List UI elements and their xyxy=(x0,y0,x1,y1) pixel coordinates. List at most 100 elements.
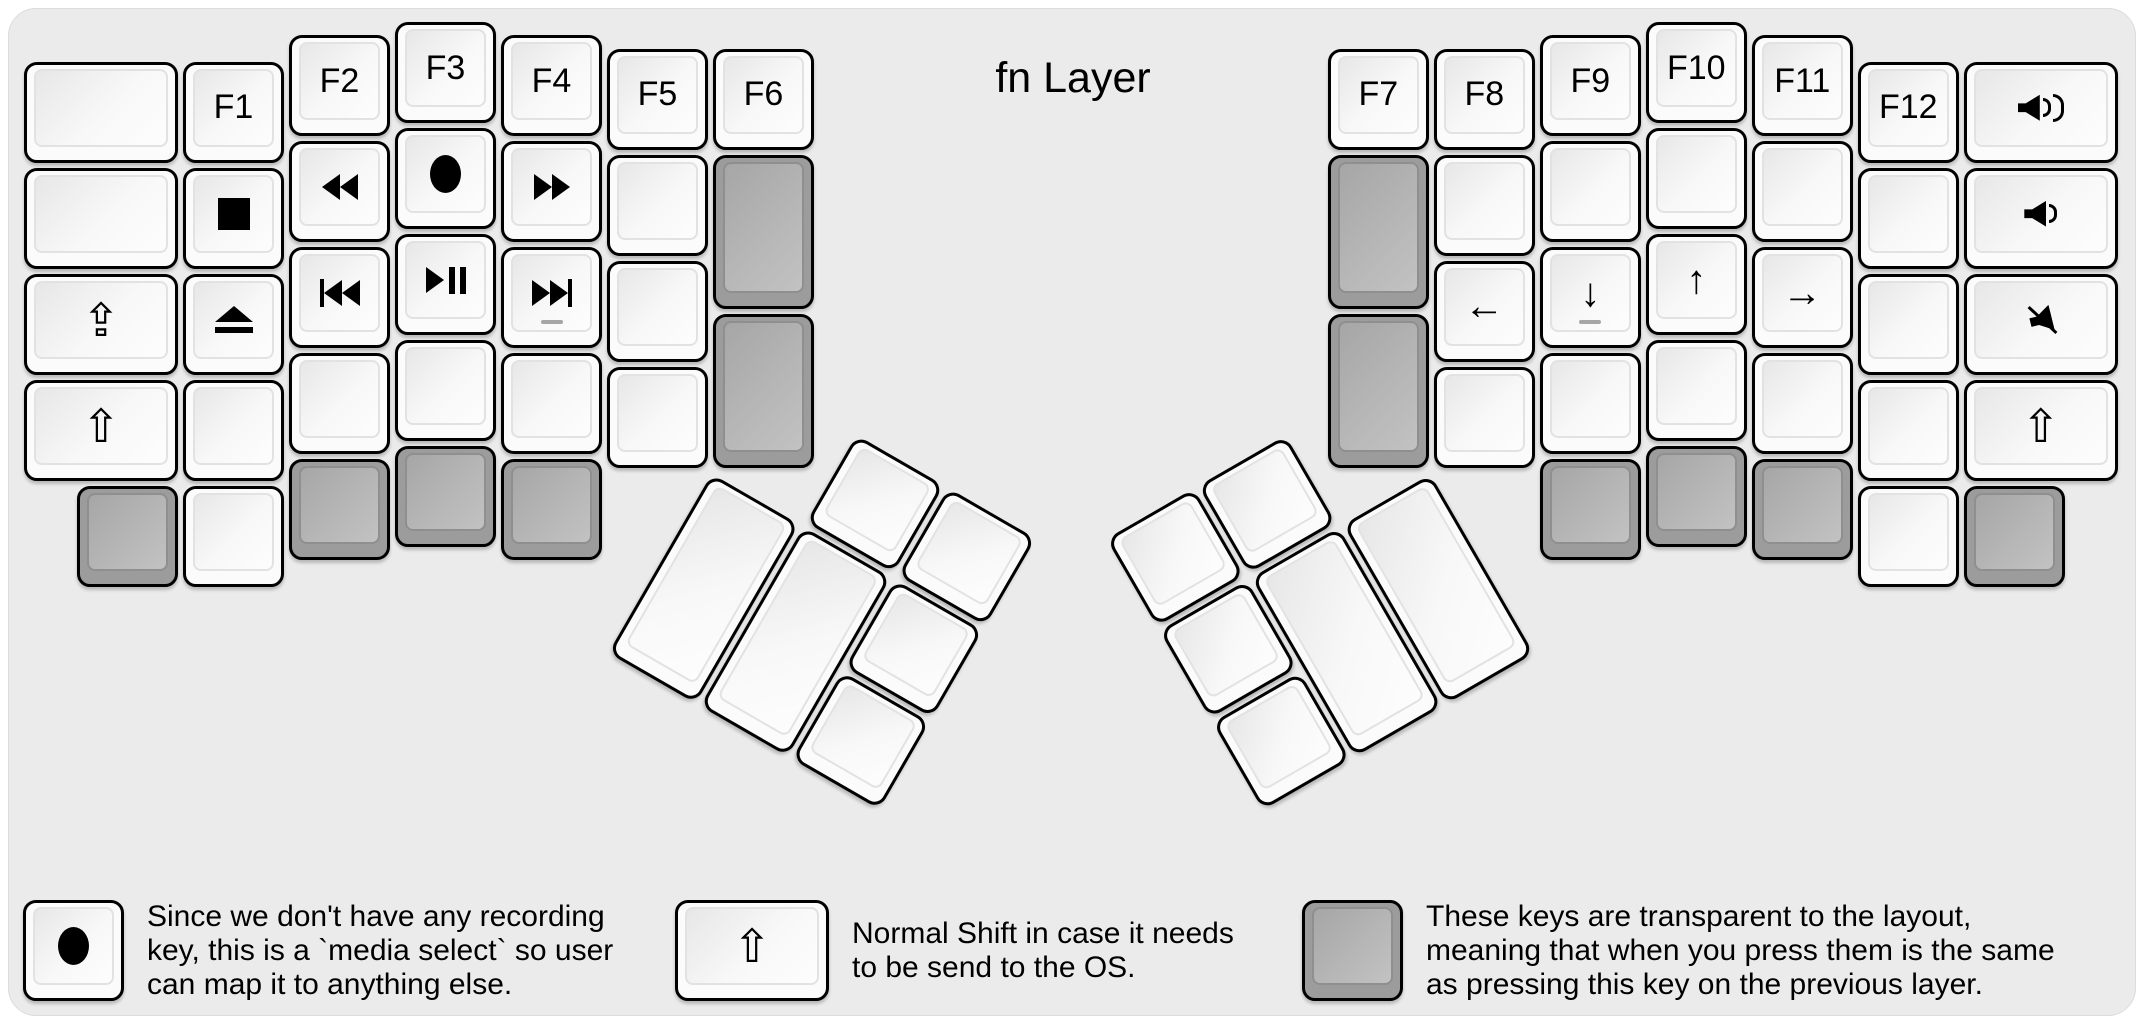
key-label: F12 xyxy=(1879,88,1938,127)
record xyxy=(395,128,496,229)
f10: F10 xyxy=(1645,22,1747,123)
key-label: F7 xyxy=(1358,75,1399,113)
f7-top: F7 xyxy=(1337,55,1419,134)
key-label: F10 xyxy=(1667,48,1726,87)
transparent-r-inner-bottom xyxy=(1327,313,1429,468)
rewind-top xyxy=(299,148,380,227)
volume-up-top xyxy=(1973,68,2108,147)
shift-lock-left-top: ⇪ xyxy=(34,280,168,359)
blank-r-b4-top xyxy=(1867,492,1949,571)
blank-r-r4c3-top xyxy=(1549,360,1631,439)
blank-l-r4c3 xyxy=(289,353,390,455)
transparent-r-b3 xyxy=(1751,459,1853,561)
blank-r-r2c4-top xyxy=(1655,135,1737,213)
key-label: ⇪ xyxy=(81,292,121,347)
previous-track-icon xyxy=(319,279,360,308)
key-label: F11 xyxy=(1774,61,1831,100)
blank-r-r4c6-top xyxy=(1867,386,1949,465)
f3-top: F3 xyxy=(405,29,486,107)
blank-r-r2c3 xyxy=(1539,141,1641,243)
blank-l-r2c1 xyxy=(24,167,178,269)
next-track-top xyxy=(511,254,592,333)
transparent-r-b5-top xyxy=(1973,492,2055,571)
f2-top: F2 xyxy=(299,42,380,121)
next-track xyxy=(501,247,602,349)
blank-l-r3c6 xyxy=(607,260,708,362)
record-icon xyxy=(58,927,89,965)
f4-top: F4 xyxy=(511,42,592,121)
transparent-l-inner-top xyxy=(713,154,814,309)
blank-l-r4c3-top xyxy=(299,360,380,439)
blank-r-r4c4 xyxy=(1645,340,1747,441)
transparent-l-b1 xyxy=(77,485,178,587)
f8: F8 xyxy=(1433,48,1535,150)
key-label: ⇧ xyxy=(81,398,121,453)
f11: F11 xyxy=(1751,35,1853,137)
legend-text: These keys are transparent to the layout… xyxy=(1426,900,2055,1001)
transparent-l-b3 xyxy=(289,459,390,561)
fast-forward xyxy=(501,141,602,243)
arrow-left-top: ← xyxy=(1443,267,1525,346)
previous-track-top xyxy=(299,254,380,333)
transparent-r-b2-top xyxy=(1655,453,1737,531)
transparent-l-b5 xyxy=(501,459,602,561)
legend-key-slot xyxy=(21,898,127,1004)
transparent-r-inner-top xyxy=(1327,154,1429,309)
volume-down-top xyxy=(1973,174,2108,253)
key-label: F2 xyxy=(319,61,360,100)
blank-l-r4c6-top xyxy=(617,373,698,452)
blank-l-r4c4-top xyxy=(405,347,486,425)
eject-icon xyxy=(214,306,253,334)
key-label: ↑ xyxy=(1686,257,1707,302)
blank-r-r2c2 xyxy=(1433,154,1535,256)
homing-bar xyxy=(1579,320,1602,325)
blank-r-r4c5-top xyxy=(1761,360,1843,439)
blank-l-r2c6-top xyxy=(617,161,698,240)
f6: F6 xyxy=(713,48,814,150)
key-label: ↓ xyxy=(1580,270,1601,315)
blank-r-r2c2-top xyxy=(1443,161,1525,240)
blank-r-r2c6-top xyxy=(1867,174,1949,253)
stop-icon xyxy=(217,197,250,230)
legend-item-media-select: Since we don't have any recording key, t… xyxy=(21,898,613,1004)
blank-l-r3c6-top xyxy=(617,267,698,346)
blank-r-b4 xyxy=(1857,485,1959,587)
mute xyxy=(1963,273,2118,375)
blank-r-r2c5-top xyxy=(1761,148,1843,227)
stop-top xyxy=(193,174,274,253)
legend-record-key xyxy=(23,900,124,1001)
f4: F4 xyxy=(501,35,602,137)
f9-top: F9 xyxy=(1549,42,1631,121)
shift-right: ⇧ xyxy=(1963,379,2118,481)
homing-bar xyxy=(540,320,563,325)
volume-up-icon xyxy=(2017,93,2064,122)
f7: F7 xyxy=(1327,48,1429,150)
blank-r-r4c6 xyxy=(1857,379,1959,481)
legend-shift-key: ⇧ xyxy=(675,900,829,1001)
blank-r-r3c6-top xyxy=(1867,280,1949,359)
f1-top: F1 xyxy=(193,68,274,147)
blank-l-b2-top xyxy=(193,492,274,571)
blank-r-r4c4-top xyxy=(1655,347,1737,425)
key-label: F8 xyxy=(1464,75,1505,113)
blank-l-r2c6 xyxy=(607,154,708,256)
transparent-r-b1-top xyxy=(1549,466,1631,545)
record-top xyxy=(405,135,486,213)
blank-l-r4c2 xyxy=(183,379,284,481)
volume-up xyxy=(1963,61,2118,163)
legend-key-slot: ⇧ xyxy=(673,898,832,1004)
key-label: F3 xyxy=(425,48,466,87)
f5-top: F5 xyxy=(617,55,698,134)
arrow-down: ↓ xyxy=(1539,247,1641,349)
play-pause-top xyxy=(405,241,486,319)
transparent-r-b1 xyxy=(1539,459,1641,561)
blank-r-r4c2 xyxy=(1433,366,1535,468)
transparent-l-inner-top-top xyxy=(723,161,804,293)
previous-track xyxy=(289,247,390,349)
legend-item-transparent-keys: These keys are transparent to the layout… xyxy=(1300,898,2055,1004)
shift-left: ⇧ xyxy=(24,379,178,481)
transparent-l-b4-top xyxy=(405,453,486,531)
shift-right-top: ⇧ xyxy=(1973,386,2108,465)
record-icon xyxy=(430,155,461,193)
transparent-l-b3-top xyxy=(299,466,380,545)
